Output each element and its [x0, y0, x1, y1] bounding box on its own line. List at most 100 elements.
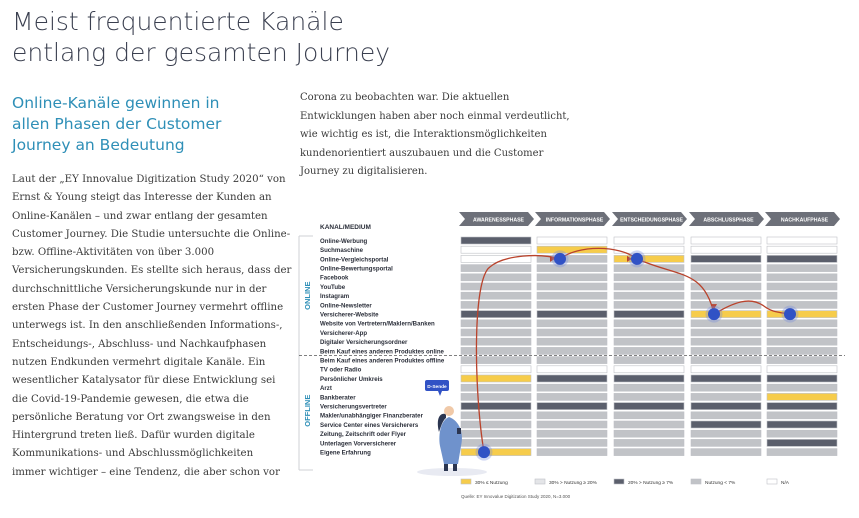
matrix-cell: [536, 411, 608, 420]
matrix-cell: [536, 255, 608, 263]
matrix-cell: [613, 374, 685, 383]
matrix-cell: [460, 429, 532, 438]
phase-arrow: [765, 212, 840, 226]
matrix-cell: [690, 356, 762, 364]
matrix-cell: [766, 383, 838, 392]
matrix-cell: [613, 402, 685, 410]
matrix-cell: [460, 264, 532, 272]
channel-label: Website von Vertretern/Maklern/Banken: [320, 321, 435, 328]
matrix-cell: [766, 301, 838, 309]
matrix-cell: [613, 356, 685, 364]
matrix-cell: [690, 264, 762, 272]
body-line: persönliche Beratung vor Ort zwangsweise…: [12, 411, 271, 423]
person-leg-left: [444, 464, 448, 471]
matrix-cell: [766, 245, 838, 254]
legend-label: 20% > Nutzung ≥ 7%: [628, 480, 674, 486]
matrix-cell: [536, 282, 608, 291]
phase-arrow: [459, 212, 534, 226]
channel-label: TV oder Radio: [320, 367, 362, 374]
legend-label: N/A: [781, 480, 790, 486]
matrix-cell: [536, 245, 608, 254]
phase-label: AWARENESSPHASE: [473, 217, 525, 223]
legend-label: 30% > Nutzung ≥ 20%: [549, 480, 598, 486]
matrix-cell: [536, 273, 608, 282]
matrix-cell: [460, 347, 532, 355]
matrix-cell: [690, 273, 762, 282]
channel-label: Online-Bewertungsportal: [320, 266, 393, 273]
matrix-cell: [536, 264, 608, 272]
journey-arrow-head: [711, 304, 717, 310]
matrix-cell: [460, 420, 532, 429]
matrix-cell: [536, 448, 608, 456]
matrix-cell: [460, 245, 532, 254]
matrix-cell: [536, 365, 608, 374]
matrix-cell: [536, 328, 608, 337]
matrix-cell: [690, 245, 762, 254]
matrix-cell: [766, 310, 838, 318]
group-label: OFFLINE: [303, 395, 312, 427]
matrix-cell: [690, 393, 762, 401]
column-header-label: KANAL/MEDIUM: [320, 224, 371, 231]
matrix-cell: [536, 420, 608, 429]
body-line: Kommunikations- und Abschlussmöglichkeit…: [12, 448, 254, 460]
channel-label: Versicherer-Website: [320, 312, 379, 319]
channel-label: Online-Vergleichsportal: [320, 256, 389, 263]
matrix-cell: [766, 282, 838, 291]
legend-swatch: [534, 478, 546, 485]
matrix-cell: [613, 411, 685, 420]
body-line: immer wichtiger – eine Tendenz, die aber…: [12, 466, 280, 478]
matrix-cell: [460, 273, 532, 282]
body-line: Online-Kanälen – und zwar entlang der ge…: [12, 210, 268, 222]
matrix-cell: [536, 236, 608, 245]
matrix-cell: [690, 328, 762, 337]
body-line: Customer Journey. Die Studie untersuchte…: [12, 228, 291, 240]
matrix-cell: [460, 291, 532, 300]
matrix-cell: [613, 264, 685, 272]
matrix-cell: [766, 273, 838, 282]
matrix-cell: [613, 448, 685, 456]
matrix-cell: [460, 310, 532, 318]
matrix-cell: [690, 310, 762, 318]
journey-arrow-head: [550, 255, 555, 262]
phase-label: ENTSCHEIDUNGSPHASE: [620, 217, 683, 223]
body-line: nutzen Endkunden vermehrt digitale Kanäl…: [12, 356, 266, 368]
matrix-cell: [766, 337, 838, 346]
matrix-cell: [536, 356, 608, 364]
body-line: wesentlicher Katalysator für diese Entwi…: [12, 375, 276, 387]
person-leg-right: [453, 464, 457, 471]
matrix-cell: [536, 402, 608, 410]
matrix-cell: [536, 301, 608, 309]
channel-label: Suchmaschine: [320, 247, 364, 254]
matrix-cell: [766, 429, 838, 438]
body-line: unterwegs ist. In den anschließenden Inf…: [12, 320, 283, 332]
matrix-cell: [766, 374, 838, 383]
journey-dot: [631, 252, 643, 265]
matrix-cell: [460, 356, 532, 364]
matrix-cell: [766, 439, 838, 447]
matrix-cell: [460, 337, 532, 346]
speech-bubble-label: D-Sende: [427, 384, 447, 390]
matrix-cell: [536, 337, 608, 346]
matrix-cell: [460, 374, 532, 383]
matrix-cell: [536, 347, 608, 355]
legend-swatch: [690, 478, 702, 485]
channel-label: YouTube: [320, 284, 346, 291]
channel-label: Versicherungsvertreter: [320, 404, 387, 411]
matrix-cell: [766, 448, 838, 456]
source-note: Quelle: EY Innovalue Digitization Study …: [461, 494, 571, 499]
channel-label: Arzt: [320, 385, 332, 392]
matrix-cell: [536, 319, 608, 328]
phase-label: ABSCHLUSSPHASE: [703, 217, 754, 223]
matrix-cell: [766, 356, 838, 364]
matrix-cell: [690, 411, 762, 420]
channel-label: Bankberater: [320, 394, 356, 401]
channel-label: Online-Werbung: [320, 238, 368, 245]
subtitle-line-2: allen Phasen der Customer: [12, 115, 222, 133]
matrix-cell: [690, 236, 762, 245]
body-line: bzw. Offline-Aktivitäten von über 3.000: [12, 247, 215, 259]
matrix-cell: [690, 429, 762, 438]
matrix-cell: [613, 347, 685, 355]
channel-label: Beim Kauf eines anderen Produktes online: [320, 348, 445, 355]
matrix-cell: [613, 383, 685, 392]
matrix-cell: [613, 236, 685, 245]
